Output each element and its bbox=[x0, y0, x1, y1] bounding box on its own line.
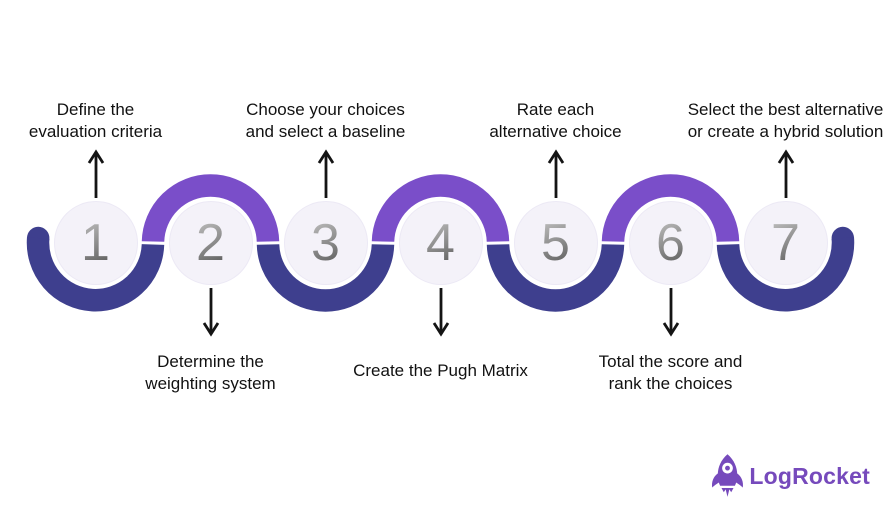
step-6-circle: 6 bbox=[628, 201, 713, 285]
step-2: Determine the weighting system 2 bbox=[96, 0, 326, 430]
logrocket-logo: LogRocket bbox=[709, 453, 870, 499]
step-4: Create the Pugh Matrix 4 bbox=[326, 0, 556, 430]
step-2-circle: 2 bbox=[168, 201, 253, 285]
ribbon-arc-over-2 bbox=[141, 174, 280, 243]
ribbon-arc-under-7 bbox=[716, 237, 855, 312]
step-1-label-line1: Define the bbox=[56, 100, 135, 119]
step-3-label-line1: Choose your choices bbox=[246, 100, 405, 119]
step-4-circle: 4 bbox=[398, 201, 483, 285]
ribbon-arc-over-6 bbox=[601, 174, 740, 243]
step-5-circle: 5 bbox=[513, 201, 598, 285]
arrow-up-icon bbox=[547, 149, 564, 198]
step-5-label: Rate each alternative choice bbox=[441, 99, 671, 143]
arrow-down-icon bbox=[202, 288, 219, 337]
step-6: Total the score and rank the choices 6 bbox=[556, 0, 786, 430]
ribbon-arc-under-3 bbox=[256, 243, 395, 312]
step-6-number: 6 bbox=[656, 214, 685, 272]
step-7-label-line2: or create a hybrid solution bbox=[687, 122, 884, 141]
step-3: Choose your choices and select a baselin… bbox=[211, 0, 441, 430]
step-2-label-line1: Determine the bbox=[157, 352, 264, 371]
step-2-label-line2: weighting system bbox=[145, 374, 276, 393]
step-6-label-line1: Total the score and bbox=[598, 352, 743, 371]
ribbon-arc-under-5 bbox=[486, 243, 625, 312]
step-7-number: 7 bbox=[771, 214, 800, 272]
step-3-circle: 3 bbox=[283, 201, 368, 285]
logrocket-wordmark: LogRocket bbox=[749, 462, 870, 489]
step-1-label: Define the evaluation criteria bbox=[0, 99, 211, 143]
step-5-label-line2: alternative choice bbox=[489, 122, 622, 141]
arrow-down-icon bbox=[432, 288, 449, 337]
ribbon-arc-under-1 bbox=[26, 237, 165, 312]
step-1-number: 1 bbox=[81, 214, 110, 272]
step-5-label-line1: Rate each bbox=[516, 100, 595, 119]
arrow-up-icon bbox=[87, 149, 104, 198]
step-7-circle: 7 bbox=[743, 201, 828, 285]
step-1-circle: 1 bbox=[53, 201, 138, 285]
ribbon-arc-over-4 bbox=[371, 174, 510, 243]
rocket-icon bbox=[712, 454, 744, 497]
step-5: Rate each alternative choice 5 bbox=[441, 0, 671, 430]
step-3-label: Choose your choices and select a baselin… bbox=[211, 99, 441, 143]
arrow-up-icon bbox=[777, 149, 794, 198]
step-4-number: 4 bbox=[426, 214, 455, 272]
step-1: Define the evaluation criteria 1 bbox=[0, 0, 211, 430]
step-7: Select the best alternative or create a … bbox=[671, 0, 895, 430]
step-7-label-line1: Select the best alternative bbox=[687, 100, 884, 119]
step-4-label: Create the Pugh Matrix bbox=[326, 360, 556, 382]
step-6-label-line2: rank the choices bbox=[608, 374, 733, 393]
step-3-number: 3 bbox=[311, 214, 340, 272]
step-5-number: 5 bbox=[541, 214, 570, 272]
step-2-label: Determine the weighting system bbox=[96, 351, 326, 395]
arrow-down-icon bbox=[662, 288, 679, 337]
step-7-label: Select the best alternative or create a … bbox=[671, 99, 895, 143]
step-2-number: 2 bbox=[196, 214, 225, 272]
arrow-up-icon bbox=[317, 149, 334, 198]
step-6-label: Total the score and rank the choices bbox=[556, 351, 786, 395]
step-1-label-line2: evaluation criteria bbox=[28, 122, 163, 141]
step-3-label-line2: and select a baseline bbox=[245, 122, 406, 141]
step-4-label-line1: Create the Pugh Matrix bbox=[353, 361, 528, 380]
